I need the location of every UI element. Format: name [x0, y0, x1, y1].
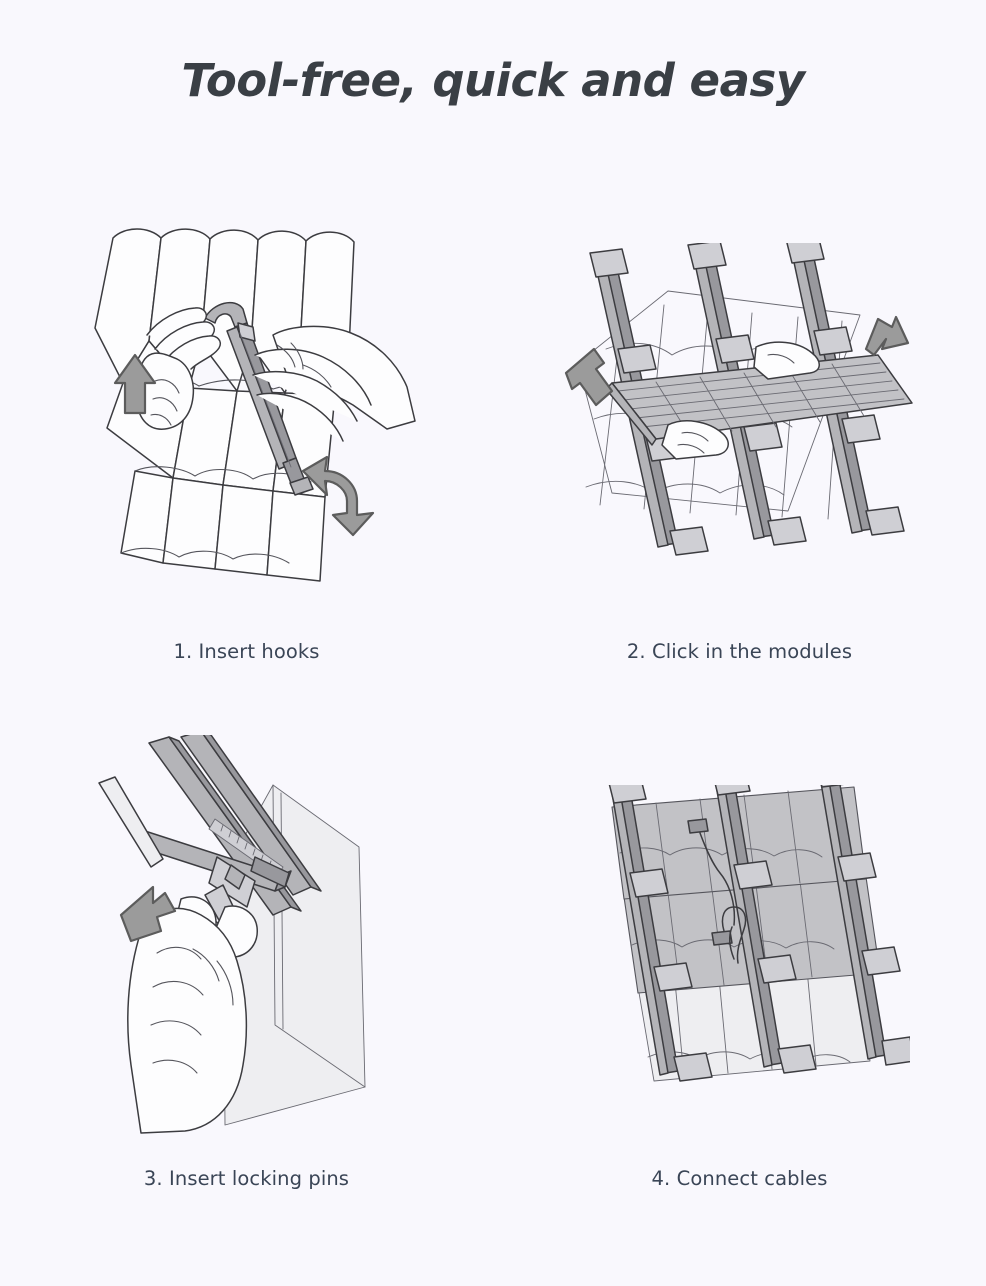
rotate-arrow-icon [301, 455, 374, 536]
step-card-1: 1. Insert hooks [0, 185, 493, 712]
hands-group [660, 340, 820, 460]
roof-hook-part [203, 301, 314, 496]
roof-hook-insertion-drawing [93, 227, 416, 582]
step-1-caption: 1. Insert hooks [173, 640, 320, 663]
page-title: Tool-free, quick and easy [181, 54, 805, 107]
step-2-caption: 2. Click in the modules [626, 640, 853, 663]
step-card-4: 4. Connect cables [493, 712, 986, 1239]
cable-connectors-group [686, 817, 746, 964]
mounting-rails-group [608, 784, 910, 1082]
locking-pin-insertion-drawing [97, 734, 365, 1134]
rail-bar-left [97, 775, 164, 868]
step-card-2: 2. Click in the modules [493, 185, 986, 712]
hand-group [126, 895, 258, 1134]
up-right-arrow-icon [864, 315, 909, 356]
step-3-caption: 3. Insert locking pins [143, 1167, 350, 1190]
step-4-caption: 4. Connect cables [651, 1167, 828, 1190]
step-3-illustration [0, 712, 493, 1157]
up-arrow-icon [113, 353, 156, 414]
module-click-in-drawing [564, 242, 913, 556]
step-1-illustration [0, 185, 493, 630]
cable-connection-drawing [608, 784, 910, 1082]
up-left-arrow-icon [564, 347, 613, 406]
steps-grid: 1. Insert hooks [0, 185, 986, 1270]
step-card-3: 3. Insert locking pins [0, 712, 493, 1239]
step-4-illustration [493, 712, 986, 1157]
hands-group [135, 306, 416, 442]
step-2-illustration [493, 185, 986, 630]
clamp-body [207, 855, 290, 908]
up-left-arrow-icon [119, 885, 176, 942]
